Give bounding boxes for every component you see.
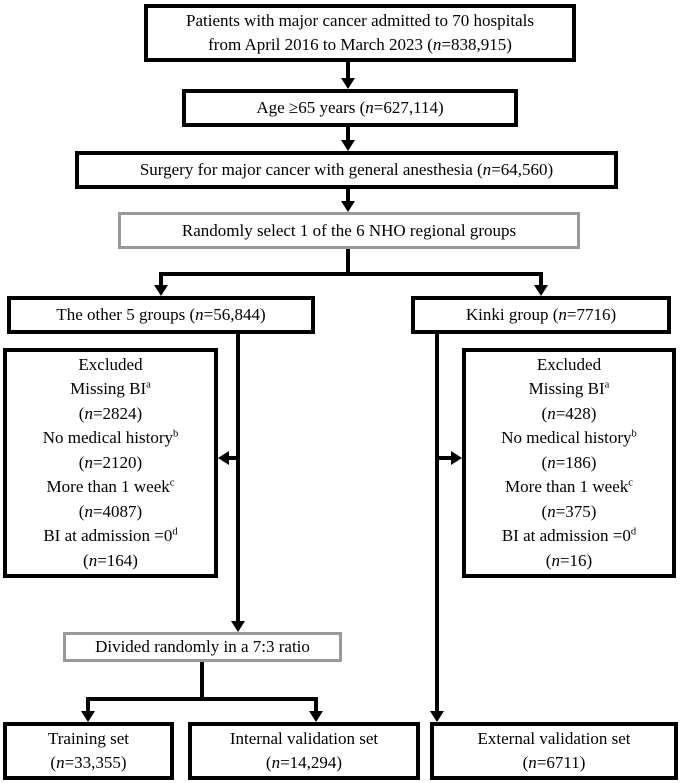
flow-box-training-set: Training set (n=33,355) bbox=[3, 722, 174, 780]
flow-box-patients-admitted: Patients with major cancer admitted to 7… bbox=[144, 4, 576, 62]
flow-box-text-line: BI at admission =0d bbox=[43, 526, 178, 546]
connector-age-surgery bbox=[346, 127, 350, 141]
arrowhead-down-icon bbox=[154, 285, 168, 296]
connector-branch-kinki bbox=[539, 276, 543, 286]
flow-box-text-line: (n=4087) bbox=[78, 501, 143, 521]
flow-box-text-line: (n=16) bbox=[545, 550, 593, 570]
flow-box-text-line: Kinki group (n=7716) bbox=[465, 305, 617, 324]
flow-box-surgery-filter: Surgery for major cancer with general an… bbox=[75, 151, 618, 189]
arrowhead-down-icon bbox=[341, 78, 355, 89]
flow-box-text-line: (n=33,355) bbox=[50, 753, 127, 772]
flow-box-divided-ratio: Divided randomly in a 7:3 ratio bbox=[63, 632, 342, 662]
arrowhead-down-icon bbox=[341, 140, 355, 151]
flow-box-text-line: No medical historyb bbox=[42, 428, 179, 448]
flow-box-external-validation-set: External validation set (n=6711) bbox=[430, 722, 678, 780]
flow-box-internal-validation-set: Internal validation set (n=14,294) bbox=[188, 722, 420, 780]
arrowhead-down-icon bbox=[341, 201, 355, 212]
flow-box-text-line: Patients with major cancer admitted to 7… bbox=[186, 11, 534, 30]
flow-box-text-line: Divided randomly in a 7:3 ratio bbox=[95, 637, 310, 656]
flow-box-text-line: (n=375) bbox=[541, 501, 597, 521]
branch-horizontal-line bbox=[159, 272, 543, 276]
flow-box-text-line: Surgery for major cancer with general an… bbox=[139, 160, 554, 179]
flow-box-text-line: The other 5 groups (n=56,844) bbox=[56, 305, 266, 324]
flow-box-text-line: Randomly select 1 of the 6 NHO regional … bbox=[181, 220, 517, 240]
flow-box-text-line: (n=6711) bbox=[522, 753, 586, 772]
connector-random-branch bbox=[346, 249, 350, 276]
flow-box-random-select: Randomly select 1 of the 6 NHO regional … bbox=[118, 212, 580, 249]
flow-box-text-line: (n=428) bbox=[541, 403, 597, 423]
flow-box-text-line: Missing BIa bbox=[528, 379, 610, 399]
flow-box-text-line: from April 2016 to March 2023 (n=838,915… bbox=[208, 35, 512, 54]
split-horizontal-line bbox=[86, 697, 318, 701]
flow-box-text-line: (n=2120) bbox=[78, 452, 143, 472]
flow-box-text-line: Excluded bbox=[78, 354, 143, 374]
flow-box-text-line: (n=186) bbox=[541, 452, 597, 472]
connector-to-excluded-external bbox=[437, 456, 451, 460]
connector-kinki-external-validation bbox=[435, 334, 439, 711]
connector-patients-age bbox=[346, 62, 350, 79]
arrowhead-down-icon bbox=[231, 621, 245, 632]
arrowhead-down-icon bbox=[309, 711, 323, 722]
arrowhead-down-icon bbox=[81, 711, 95, 722]
flow-box-text-line: Missing BIa bbox=[70, 379, 151, 399]
connector-surgery-random bbox=[346, 189, 350, 202]
flow-box-text-line: Age ≥65 years (n=627,114) bbox=[256, 98, 444, 117]
flow-box-text-line: Internal validation set bbox=[229, 729, 379, 748]
flow-box-text-line: (n=164) bbox=[83, 550, 138, 570]
flow-box-text-line: External validation set bbox=[477, 729, 631, 748]
connector-branch-training bbox=[86, 701, 90, 712]
flow-box-text-line: (n=2824) bbox=[78, 403, 143, 423]
flow-box-text-line: Training set bbox=[47, 729, 130, 748]
flow-box-kinki-group: Kinki group (n=7716) bbox=[411, 296, 671, 334]
arrowhead-down-icon bbox=[534, 285, 548, 296]
connector-to-excluded-derivation bbox=[229, 456, 238, 460]
connector-branch-internal-validation bbox=[314, 701, 318, 712]
flow-box-text-line: More than 1 weekc bbox=[46, 477, 175, 497]
flow-box-age-filter: Age ≥65 years (n=627,114) bbox=[182, 89, 518, 127]
arrowhead-right-icon bbox=[451, 451, 462, 465]
flow-box-text-line: BI at admission =0d bbox=[501, 526, 637, 546]
connector-divided-branch bbox=[200, 662, 204, 701]
flow-box-text-line: (n=14,294) bbox=[265, 753, 343, 772]
flow-box-other-groups: The other 5 groups (n=56,844) bbox=[7, 296, 315, 334]
arrowhead-down-icon bbox=[430, 711, 444, 722]
flow-box-text-line: Excluded bbox=[536, 354, 602, 374]
flow-box-text-line: No medical historyb bbox=[501, 428, 637, 448]
connector-other-groups-divided bbox=[236, 334, 240, 622]
connector-branch-other-groups bbox=[159, 276, 163, 286]
arrowhead-left-icon bbox=[218, 451, 229, 465]
flow-box-text-line: More than 1 weekc bbox=[505, 477, 633, 497]
